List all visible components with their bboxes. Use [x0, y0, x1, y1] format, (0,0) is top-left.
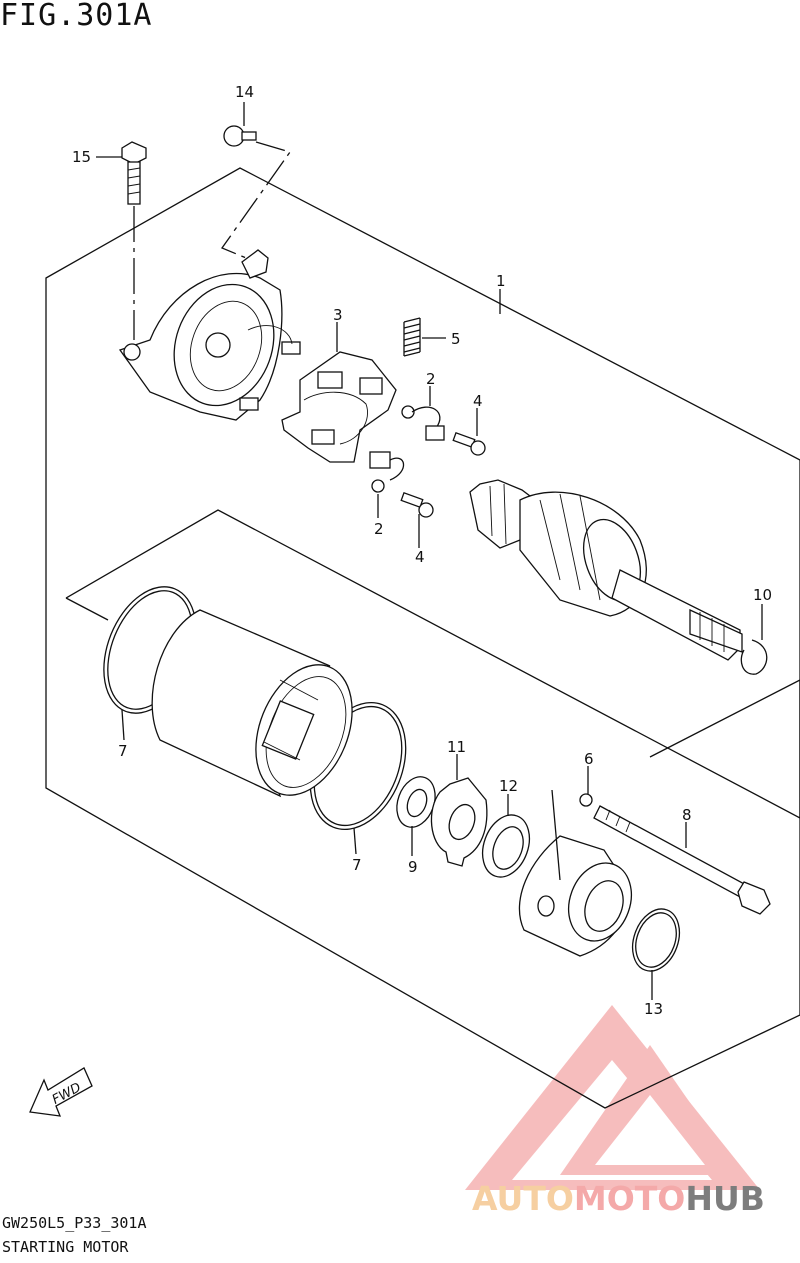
bolt-15	[121, 141, 147, 340]
screw-14	[220, 125, 292, 263]
brush-2-lower	[369, 451, 405, 493]
callout-7-left: 7	[118, 742, 128, 760]
spring-5	[403, 317, 421, 357]
leader-lines	[96, 102, 763, 1000]
circlip-10	[740, 639, 768, 675]
through-bolt-8	[593, 805, 771, 915]
svg-text:AUTOMOTOHUB: AUTOMOTOHUB	[472, 1179, 765, 1218]
washer-9	[396, 776, 436, 828]
callout-9: 9	[408, 858, 418, 876]
callout-2-upper: 2	[426, 370, 436, 388]
watermark-text-auto: AUTO	[472, 1179, 574, 1218]
assembly-outline-1	[45, 167, 800, 1109]
o-ring-6	[579, 793, 593, 807]
callout-3: 3	[333, 306, 343, 324]
front-bracket	[518, 835, 632, 957]
fwd-arrow-icon: FWD	[29, 1067, 93, 1117]
callout-12: 12	[499, 777, 518, 795]
yoke-housing	[151, 609, 353, 798]
oil-seal-12	[481, 814, 531, 878]
o-ring-13	[631, 908, 681, 972]
rear-end-cover	[118, 249, 301, 421]
screw-4-lower	[400, 491, 434, 518]
figure-title: FIG.301A	[0, 0, 153, 33]
callout-4-upper: 4	[473, 392, 483, 410]
armature	[469, 479, 743, 661]
callout-5: 5	[451, 330, 461, 348]
callout-7-right: 7	[352, 856, 362, 874]
callout-6: 6	[584, 750, 594, 768]
callout-8: 8	[682, 806, 692, 824]
figure-code: GW250L5_P33_301A	[2, 1214, 147, 1232]
watermark-text-moto: MOTO	[574, 1179, 685, 1218]
callout-11: 11	[447, 738, 466, 756]
figure-caption: STARTING MOTOR	[2, 1238, 129, 1256]
watermark-logo	[465, 1005, 760, 1190]
plate-11	[430, 777, 488, 867]
brush-2-upper	[401, 405, 445, 441]
callout-15: 15	[72, 148, 91, 166]
callout-1: 1	[496, 272, 506, 290]
brush-holder-3	[281, 351, 397, 463]
callout-10: 10	[753, 586, 772, 604]
callout-4-lower: 4	[415, 548, 425, 566]
screw-4-upper	[452, 431, 486, 456]
callout-14: 14	[235, 83, 254, 101]
watermark-text-hub: HUB	[685, 1179, 765, 1218]
callout-13: 13	[644, 1000, 663, 1018]
armature-box	[65, 509, 800, 819]
callout-2-lower: 2	[374, 520, 384, 538]
